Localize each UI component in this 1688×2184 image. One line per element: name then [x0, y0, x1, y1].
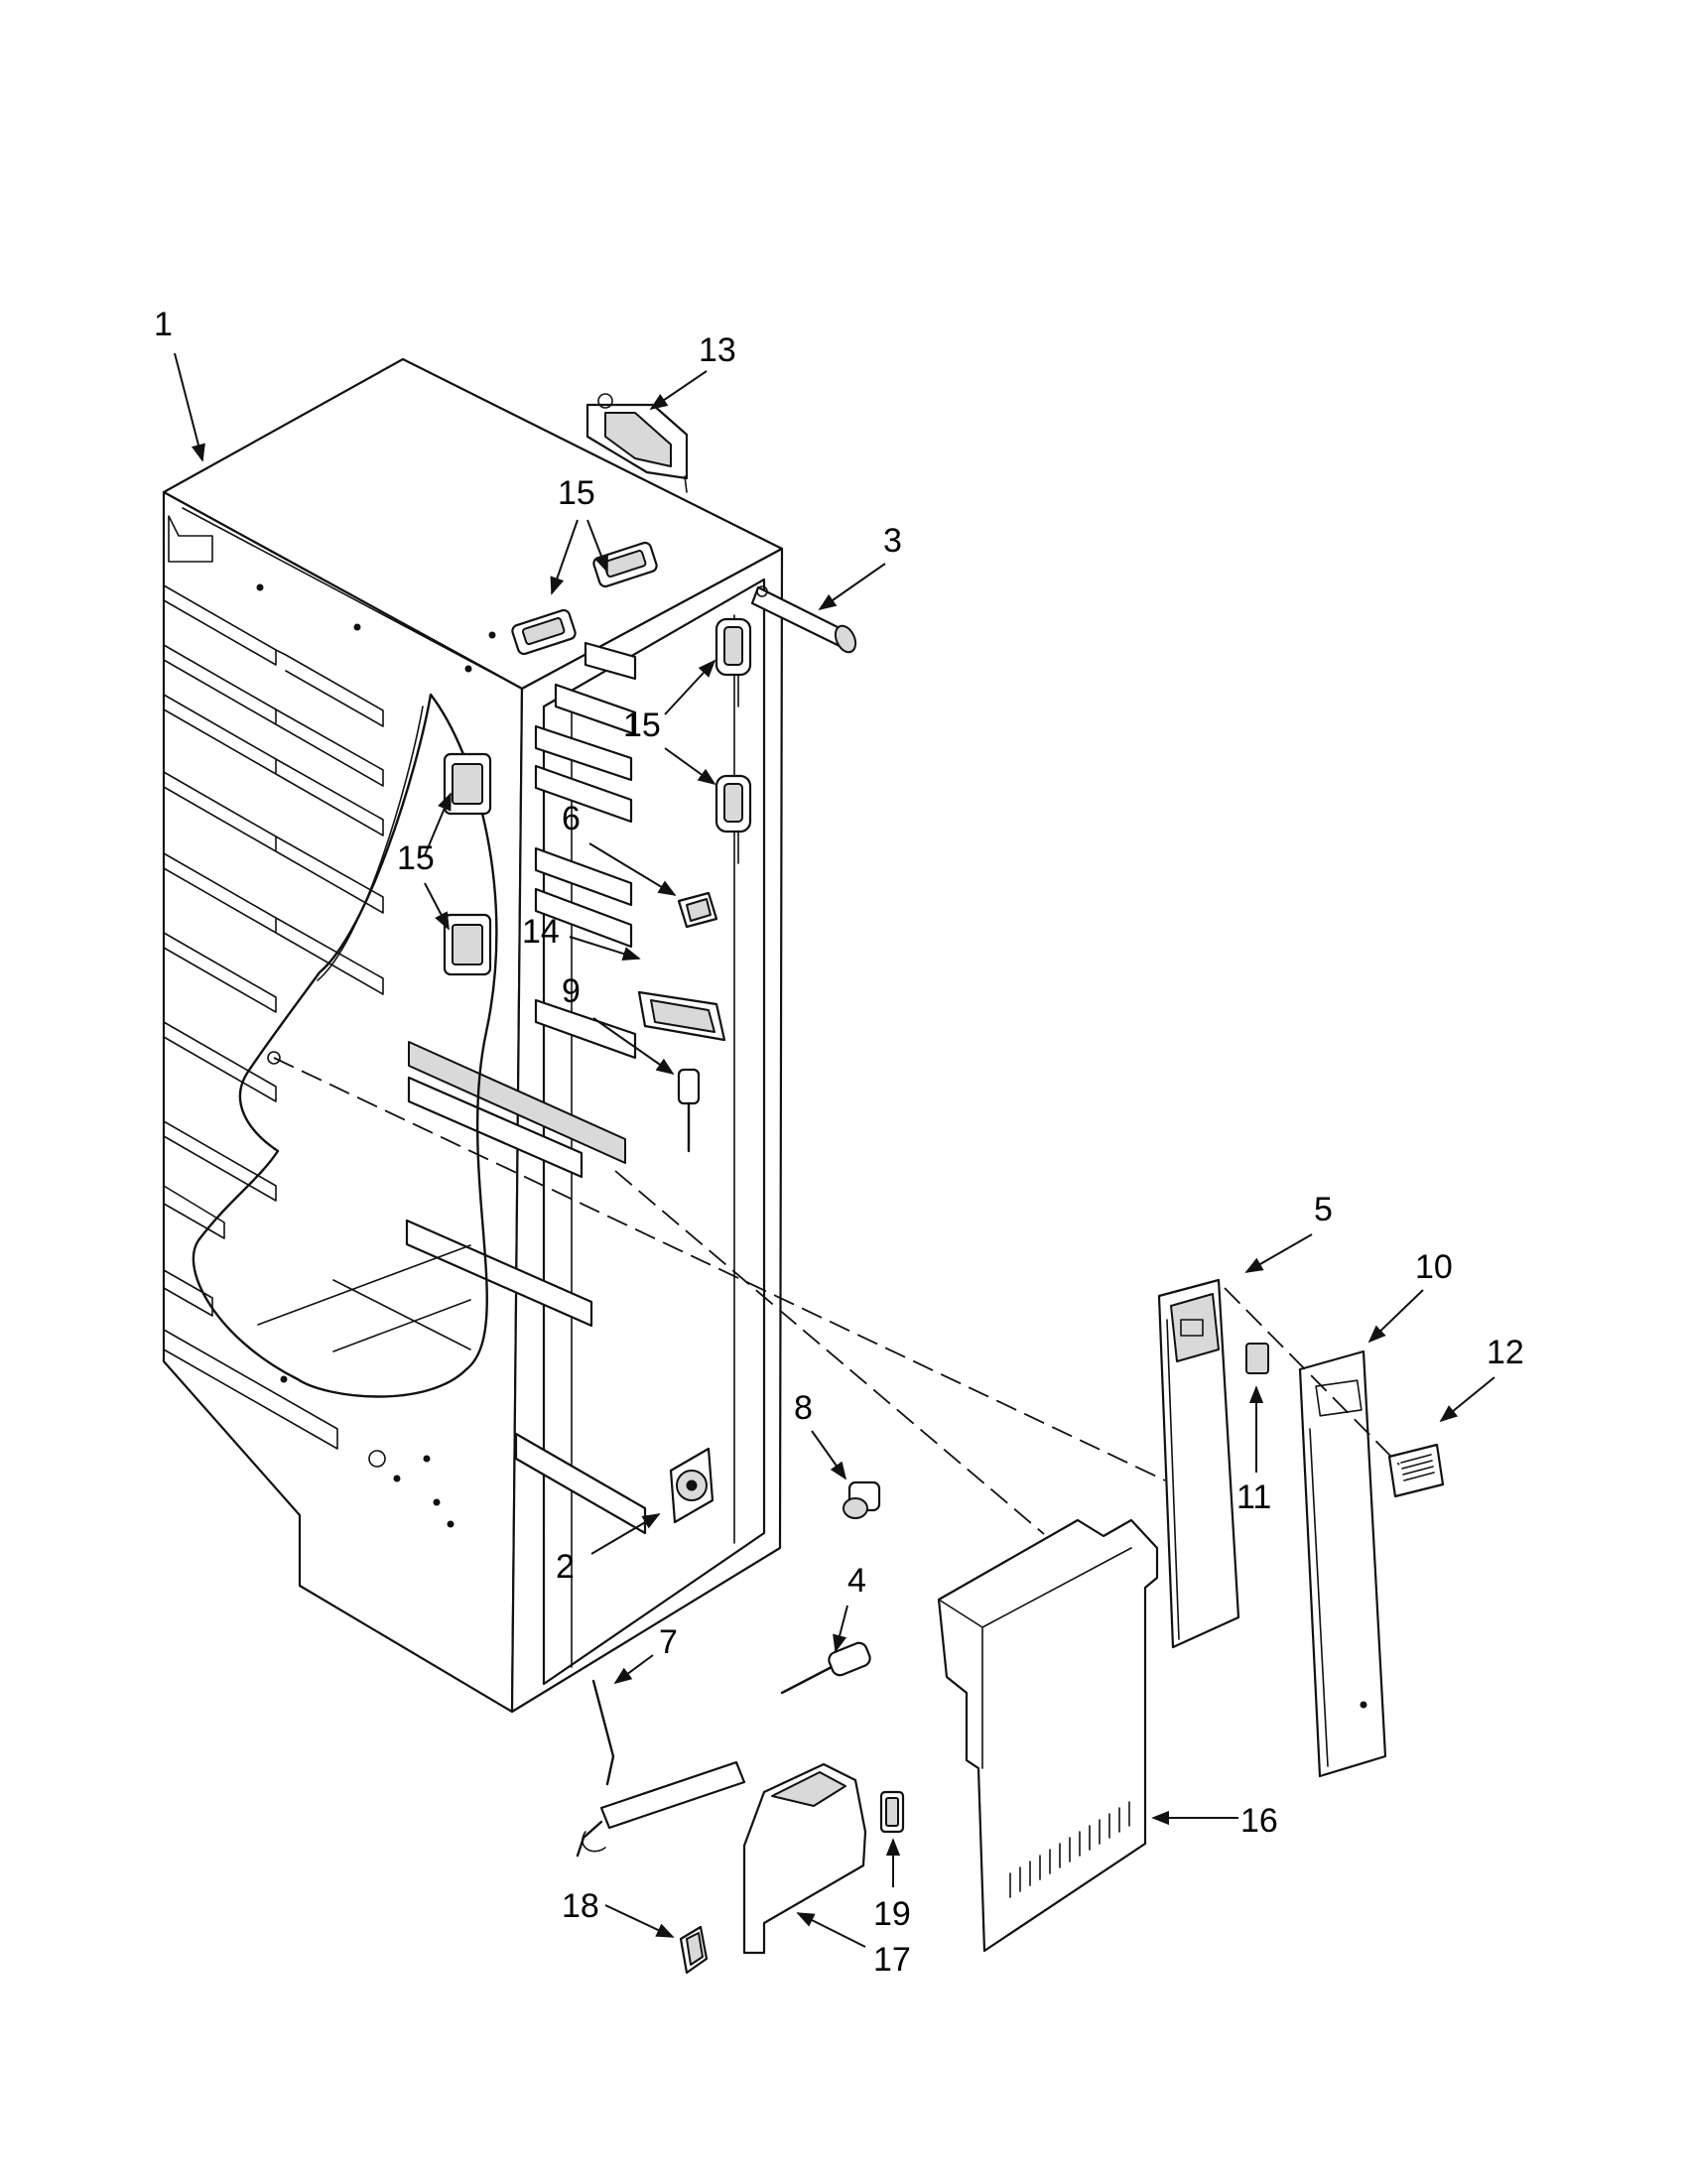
part-8-bushing	[843, 1480, 881, 1519]
part-12-grille	[1387, 1443, 1445, 1498]
part-2-fan	[669, 1447, 714, 1524]
callout-15-top: 15	[558, 474, 595, 512]
callout-15-left: 15	[397, 839, 435, 877]
part-5-panel	[1157, 1278, 1240, 1649]
part-11-keypad	[1245, 1343, 1269, 1374]
part-10-cover	[1298, 1349, 1387, 1778]
callout-10: 10	[1415, 1248, 1453, 1286]
part-15-sockets-top	[511, 541, 658, 656]
part-16-evap-cover	[937, 1518, 1159, 1953]
callout-2: 2	[556, 1548, 575, 1586]
callout-18: 18	[562, 1887, 599, 1925]
part-1-liner	[162, 357, 784, 1714]
callout-labels: 1 13 15 3 15 15 6 14 9 5 10 12 11 8 2 4 …	[154, 306, 1524, 1979]
part-9-probe	[677, 1068, 701, 1153]
part-6-clip	[677, 891, 718, 929]
part-3-filter	[750, 585, 857, 654]
part-14-housing	[637, 990, 726, 1042]
callout-19: 19	[873, 1895, 911, 1933]
alignment-lines	[273, 1057, 1400, 1535]
callout-16: 16	[1240, 1802, 1278, 1840]
leader-lines	[174, 352, 1495, 1948]
part-7-heater	[576, 1679, 746, 1858]
callout-13: 13	[699, 331, 736, 369]
callout-4: 4	[847, 1562, 866, 1600]
callout-3: 3	[883, 522, 902, 560]
part-15-sockets-right	[714, 617, 752, 864]
callout-14: 14	[522, 913, 560, 951]
part-18-box	[679, 1925, 709, 1975]
part-17-duct	[742, 1762, 867, 1955]
callout-15-right: 15	[623, 707, 661, 744]
callout-1: 1	[154, 306, 173, 343]
part-19-connector	[879, 1790, 905, 1834]
callout-5: 5	[1314, 1191, 1333, 1228]
part-15-sockets-left	[443, 752, 492, 976]
callout-17: 17	[873, 1941, 911, 1979]
part-4-thermistor	[780, 1641, 871, 1695]
callout-9: 9	[562, 972, 581, 1010]
callout-6: 6	[562, 800, 581, 837]
callout-12: 12	[1487, 1334, 1524, 1371]
callout-7: 7	[659, 1623, 678, 1661]
callout-8: 8	[794, 1389, 813, 1427]
callout-11: 11	[1236, 1478, 1271, 1516]
